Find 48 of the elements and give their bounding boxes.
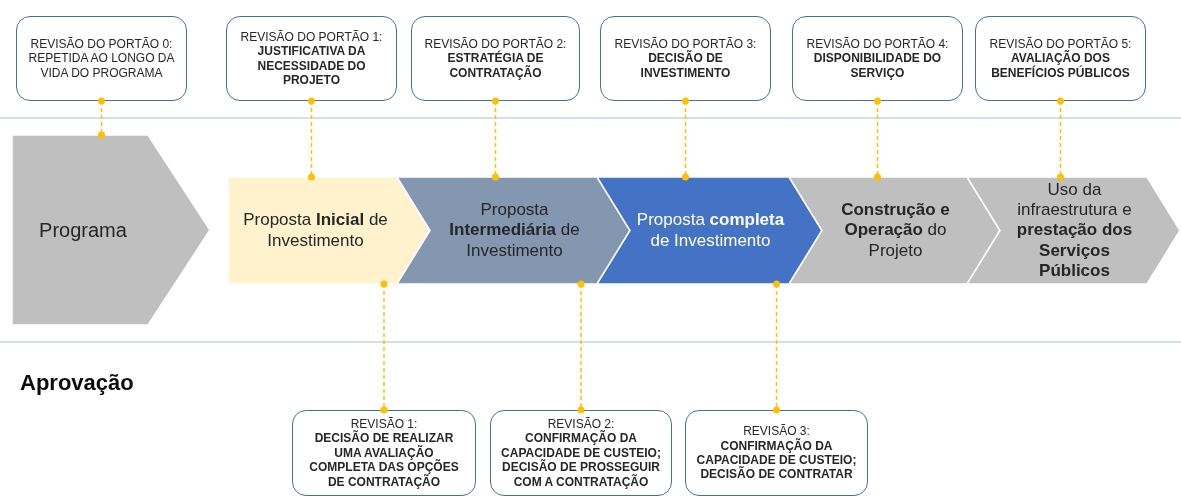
gate-review-box — [975, 16, 1146, 101]
review-title: REVISÃO 1: — [350, 417, 418, 431]
review-box — [292, 410, 476, 496]
stage-banner — [12, 135, 210, 325]
gate-review-box — [600, 16, 771, 101]
connector-line — [682, 97, 689, 181]
review-title: REVISÃO DO PORTÃO 2: — [424, 36, 567, 51]
stage-text: Proposta Inicial de Investimento — [242, 210, 389, 251]
connector-line — [492, 97, 499, 181]
connector-line — [773, 280, 780, 414]
gate-review-box — [16, 16, 187, 101]
gate-review-box — [792, 16, 963, 101]
review-title: REVISÃO DO PORTÃO 5: — [989, 36, 1132, 51]
connector-line — [1057, 97, 1064, 181]
review-title: REVISÃO 2: — [547, 417, 615, 431]
gate-review-box — [226, 16, 397, 101]
review-title: REVISÃO DO PORTÃO 3: — [614, 36, 757, 51]
review-description: DECISÃO DE INVESTIMENTO — [639, 51, 732, 81]
review-description: JUSTIFICATIVA DA NECESSIDADE DO PROJETO — [256, 44, 367, 88]
stage-text: Proposta completa de Investimento — [635, 210, 786, 251]
review-title: REVISÃO DO PORTÃO 0: REPETIDA AO LONGO DA VIDA DO PROGRAMA — [27, 36, 176, 81]
review-title: REVISÃO 3: — [743, 424, 810, 439]
stage-text: Programa — [39, 218, 127, 242]
stage-text: Uso da infraestrutura e prestação dos Serviços Públicos — [1015, 179, 1134, 282]
stage-banner — [967, 177, 1180, 284]
section-label: Aprovação — [20, 369, 134, 397]
stage-banner — [789, 177, 1000, 284]
review-box — [490, 410, 672, 496]
stage-banner — [397, 177, 630, 284]
review-description: CONFIRMAÇÃO DA CAPACIDADE DE CUSTEIO; DECISÃO DE PROSSEGUIR COM A CONTRATAÇÃO — [500, 431, 662, 489]
connector-line — [308, 97, 315, 181]
review-title: REVISÃO DO PORTÃO 1: — [240, 29, 383, 45]
connector-line — [98, 97, 105, 139]
stage-banner — [597, 177, 822, 284]
review-description: CONFIRMAÇÃO DA CAPACIDADE DE CUSTEIO; DECISÃO DE CONTRATAR — [695, 438, 858, 482]
review-description: AVALIAÇÃO DOS BENEFÍCIOS PÚBLICOS — [990, 51, 1131, 81]
stage-text: Construção e Operação do Projeto — [840, 199, 951, 262]
stage-banner — [228, 177, 430, 284]
review-description: DISPONIBILIDADE DO SERVIÇO — [812, 51, 943, 81]
stage-text: Proposta Intermediária de Investimento — [448, 199, 581, 262]
review-description: DECISÃO DE REALIZAR UMA AVALIAÇÃO COMPLETA DAS OPÇÕES DE CONTRATAÇÃO — [308, 431, 460, 489]
review-description: ESTRATÉGIA DE CONTRATAÇÃO — [446, 51, 545, 81]
connector-line — [874, 97, 881, 181]
gate-review-box — [411, 16, 580, 101]
connector-line — [380, 280, 388, 414]
review-box — [685, 410, 868, 496]
review-title: REVISÃO DO PORTÃO 4: — [806, 36, 949, 52]
connector-line — [577, 280, 585, 414]
